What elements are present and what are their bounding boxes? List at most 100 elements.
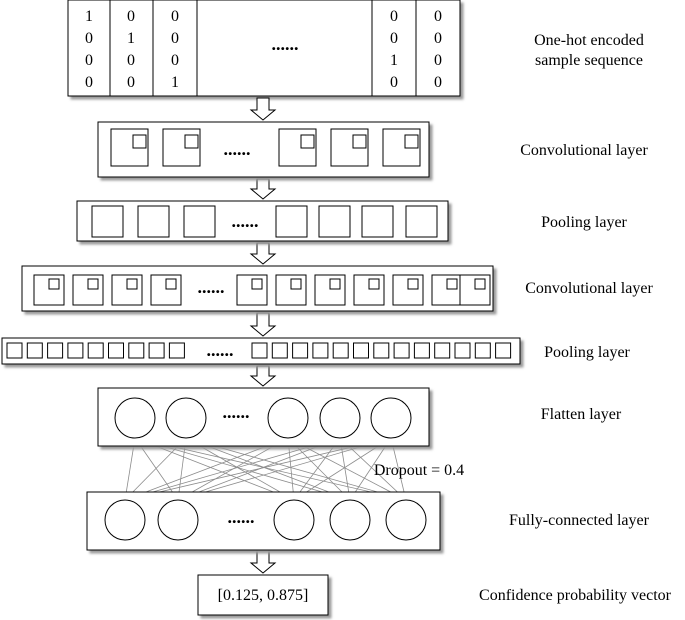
matrix-cell: 0 xyxy=(434,30,442,47)
conv-layer-2: ...... xyxy=(21,265,494,312)
connection-line xyxy=(185,437,351,501)
label-one-hot-line1: One-hot encoded xyxy=(534,32,644,49)
label-conv2: Convolutional layer xyxy=(525,280,653,297)
pool-unit xyxy=(251,342,268,359)
connection-line xyxy=(177,437,187,501)
down-arrow xyxy=(249,178,277,200)
label-flatten: Flatten layer xyxy=(541,406,622,423)
kernel-square xyxy=(300,134,315,149)
matrix-cell: 0 xyxy=(171,30,179,47)
matrix-cell: 1 xyxy=(390,52,398,69)
matrix-cell: 0 xyxy=(390,74,398,91)
conv-layer-1: ...... xyxy=(97,121,430,178)
conv2-ellipsis: ...... xyxy=(198,277,225,297)
kernel-square xyxy=(404,134,419,149)
label-one-hot-line2: sample sequence xyxy=(535,52,643,69)
kernel-square xyxy=(87,278,99,290)
matrix-cell: 1 xyxy=(127,30,135,47)
connection-line xyxy=(287,437,351,501)
down-arrow xyxy=(249,97,277,121)
matrix-cell: 0 xyxy=(390,30,398,47)
label-pool2: Pooling layer xyxy=(544,344,630,361)
pool-unit xyxy=(361,205,394,238)
neuron xyxy=(385,499,427,541)
pool-unit xyxy=(271,342,288,359)
pool-layer-2: ...... xyxy=(1,337,521,365)
pool-unit xyxy=(332,342,349,359)
fc-ellipsis: ...... xyxy=(228,507,255,527)
pool-unit xyxy=(454,342,471,359)
conv2-feature-maps xyxy=(33,274,491,306)
connection-line xyxy=(185,437,295,501)
flatten-layer: ...... xyxy=(97,387,430,447)
neuron xyxy=(157,499,199,541)
pool-unit xyxy=(353,342,369,359)
down-arrow xyxy=(249,365,277,387)
kernel-square xyxy=(132,134,147,149)
connection-line xyxy=(349,437,392,501)
kernel-square xyxy=(184,134,199,149)
pool2-ellipsis: ...... xyxy=(207,340,234,360)
input-ellipsis: ...... xyxy=(272,34,299,54)
pool-unit xyxy=(87,342,104,359)
matrix-cell: 0 xyxy=(127,52,135,69)
label-dropout: Dropout = 0.4 xyxy=(374,462,464,479)
matrix-cell: 0 xyxy=(434,52,442,69)
neuron xyxy=(114,397,156,439)
neuron xyxy=(104,499,146,541)
pool-unit xyxy=(318,205,351,238)
output-vector: [0.125, 0.875] xyxy=(218,587,309,604)
pool-unit xyxy=(26,342,43,359)
pool-unit xyxy=(148,342,165,359)
pool1-units xyxy=(91,205,438,238)
kernel-square xyxy=(48,278,60,290)
pool-layer-1: ...... xyxy=(76,200,449,242)
kernel-square xyxy=(407,278,419,290)
connection-line xyxy=(177,437,392,501)
neuron xyxy=(319,397,361,439)
connection-line xyxy=(339,437,407,501)
connection-line xyxy=(124,437,136,501)
matrix-cell: 0 xyxy=(85,74,93,91)
neuron xyxy=(329,499,371,541)
kernel-square xyxy=(251,278,263,290)
connection-line xyxy=(185,437,407,501)
neuron xyxy=(370,397,412,439)
matrix-cell: 1 xyxy=(85,8,93,25)
conv1-ellipsis: ...... xyxy=(224,139,251,159)
conv1-feature-maps xyxy=(110,128,421,167)
connection-line xyxy=(124,437,289,501)
pool-unit xyxy=(47,342,64,359)
pool-unit xyxy=(413,342,430,359)
flatten-neurons xyxy=(114,397,412,439)
output-box: [0.125, 0.875] xyxy=(197,574,329,616)
neuron xyxy=(273,499,315,541)
pool-unit xyxy=(405,205,438,238)
connection-line xyxy=(124,437,187,501)
connection-line xyxy=(293,437,392,501)
kernel-square xyxy=(352,134,367,149)
connection-line xyxy=(293,437,341,501)
pool-unit xyxy=(292,342,309,359)
connection-line xyxy=(134,437,295,501)
pool-unit xyxy=(137,205,170,238)
matrix-cell: 0 xyxy=(434,74,442,91)
matrix-cell: 0 xyxy=(127,74,135,91)
pool-unit xyxy=(275,205,308,238)
matrix-cell: 0 xyxy=(390,8,398,25)
pool1-ellipsis: ...... xyxy=(232,211,259,231)
pool-unit xyxy=(434,342,451,359)
matrix-cell: 0 xyxy=(127,8,135,25)
connection-line xyxy=(134,437,351,501)
kernel-square xyxy=(329,278,341,290)
pool-unit xyxy=(393,342,410,359)
neuron xyxy=(267,397,309,439)
pool2-units xyxy=(6,342,512,359)
matrix-cell: 0 xyxy=(171,8,179,25)
pool-unit xyxy=(495,342,512,359)
neuron xyxy=(165,397,207,439)
kernel-square xyxy=(474,278,486,290)
